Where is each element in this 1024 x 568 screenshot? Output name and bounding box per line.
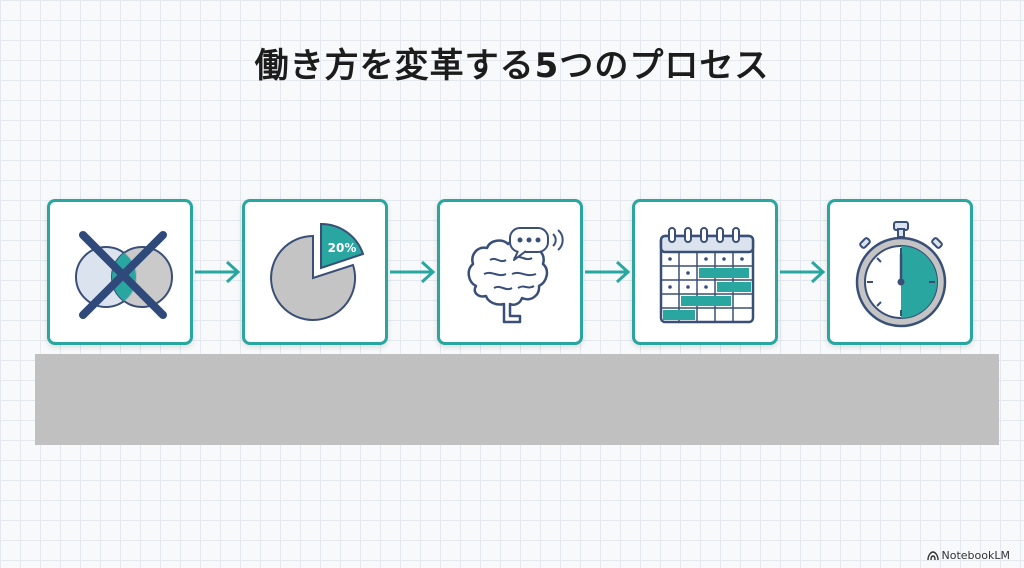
step-card-1 [47,199,193,345]
gray-cover-panel [35,354,999,445]
crossed-out-venn-diagram-icon [75,231,173,319]
arrow-right-icon [585,260,631,284]
arrow-right-icon [390,260,436,284]
arrow-right-icon [780,260,826,284]
arrow-right-icon [195,260,241,284]
pie-chart-20-percent-icon: 20% [270,222,365,321]
step-card-3 [437,199,583,345]
stopwatch-icon [855,221,947,328]
page-title: 働き方を変革する5つのプロセス [254,46,770,86]
notebooklm-watermark: NotebookLM [926,549,1010,562]
step-card-4 [632,199,778,345]
watermark-text: NotebookLM [941,549,1010,562]
notebooklm-logo-icon [926,550,939,560]
step-card-5 [827,199,973,345]
step-card-2: 20% [242,199,388,345]
slice-label: 20% [328,241,357,255]
calendar-schedule-icon [659,227,755,324]
brain-speech-bubble-icon [467,227,564,324]
